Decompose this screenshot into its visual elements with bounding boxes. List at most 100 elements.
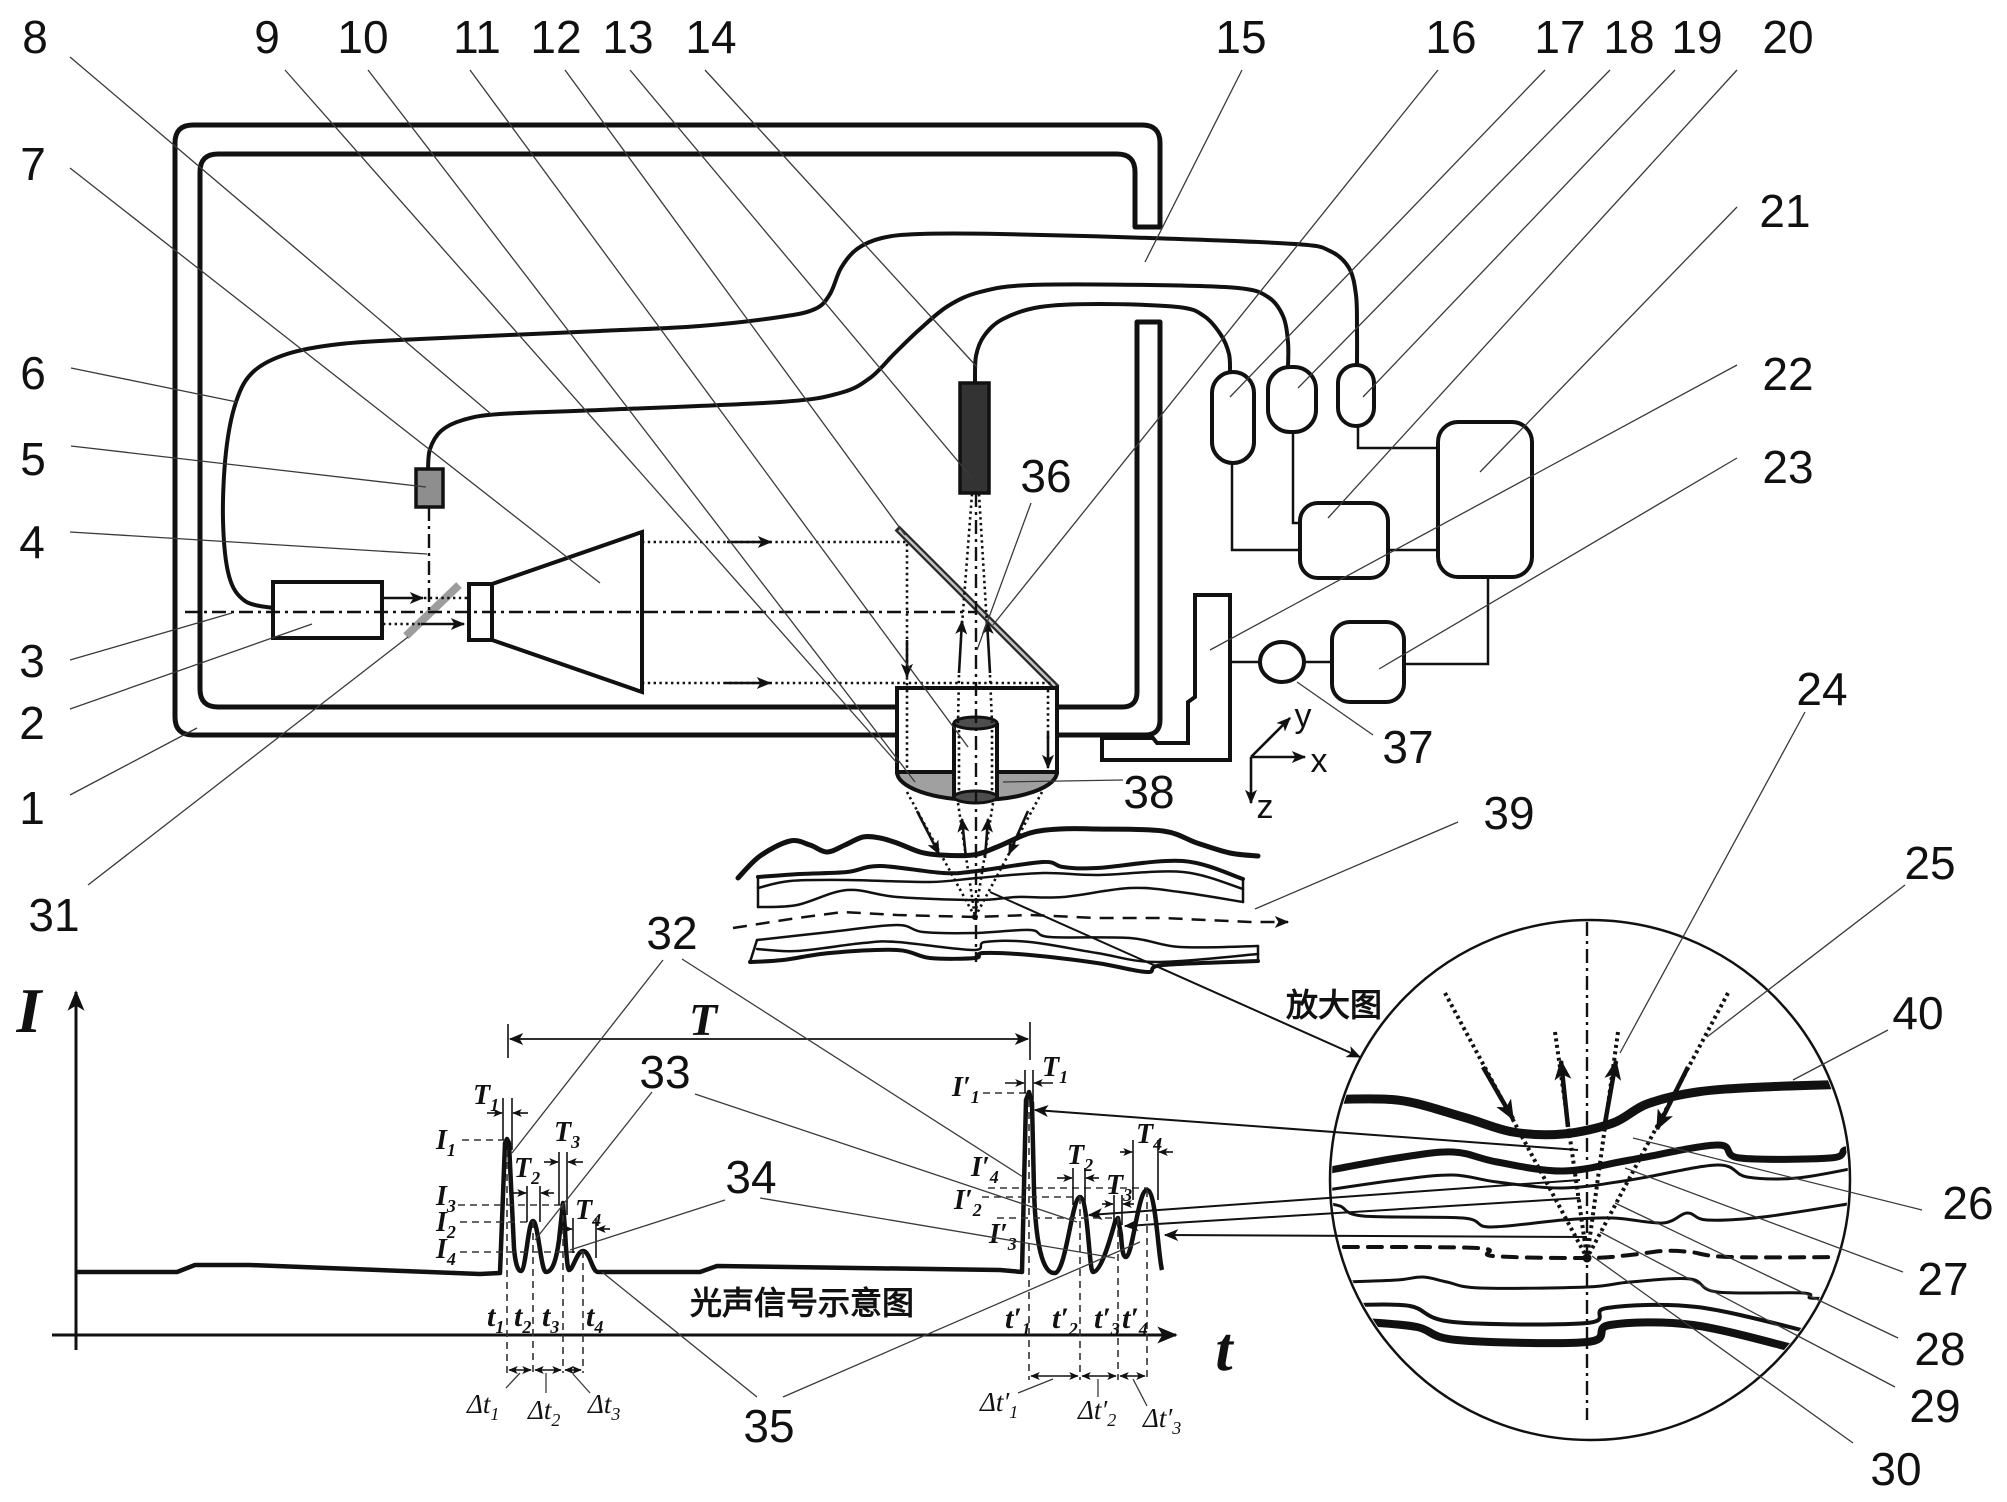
upper-vessel-wall-inner — [756, 870, 1245, 891]
label-main: I′ — [970, 1152, 990, 1183]
time-label-3: t3 — [542, 1300, 559, 1337]
y-axis-letter: y — [1295, 697, 1312, 735]
arrow-wall-to-peak-2 — [1087, 1179, 1581, 1221]
callout-23: 23 — [1762, 441, 1813, 493]
apparatus: y x z — [172, 122, 1534, 962]
lower-vessel-wall-outer — [748, 947, 1260, 975]
callout-3: 3 — [19, 635, 45, 687]
label-main: Δt′ — [1142, 1403, 1173, 1433]
leader-23 — [1378, 457, 1738, 670]
unit-21 — [1436, 420, 1534, 579]
leader-34-second-pulse — [759, 1197, 1116, 1259]
coupler-17 — [1210, 370, 1256, 465]
callout-35: 35 — [743, 1400, 794, 1452]
callout-22: 22 — [1762, 348, 1813, 400]
x-axis-letter: x — [1311, 742, 1328, 780]
callout-21: 21 — [1759, 185, 1810, 237]
leader-5 — [70, 445, 427, 488]
focus-cone-outer-right — [973, 791, 1044, 918]
signal-connections — [1230, 426, 1490, 666]
leader-3 — [69, 612, 233, 661]
leader-16 — [992, 69, 1439, 626]
label-main: T — [1042, 1052, 1061, 1083]
intensity-label-4-prime: I′4 — [970, 1152, 999, 1187]
leader-39 — [1254, 821, 1459, 910]
arrow-lumen-to-peak-3 — [1123, 1197, 1581, 1232]
coordinate-axes: y x z — [1245, 697, 1328, 826]
source-beam-left — [960, 493, 974, 626]
interval-label-1: Δt1 — [466, 1389, 499, 1424]
callout-leader-lines — [69, 56, 1923, 1444]
wire-21-to-23 — [1404, 577, 1490, 666]
signal-schematic-caption: 光声信号示意图 — [690, 1284, 914, 1322]
magnified-light-inner-right — [1585, 1031, 1620, 1259]
leader-22 — [1209, 364, 1738, 651]
magnified-skin-surface — [1332, 1079, 1848, 1140]
lower-vessel-left-edge — [748, 938, 759, 964]
width-label-2-second: T2 — [1067, 1140, 1093, 1175]
time-label-4: t4 — [586, 1300, 603, 1337]
callout-27: 27 — [1917, 1253, 1968, 1305]
leader-33-second-pulse — [694, 1093, 1078, 1223]
label-main: Δt — [466, 1389, 492, 1419]
magnified-lower-wall-outer — [1361, 1318, 1804, 1354]
magnified-focal-point — [1582, 1253, 1592, 1263]
interval-arrows — [508, 1366, 1146, 1380]
label-subscript: 1 — [495, 1317, 504, 1337]
leader-17 — [1229, 69, 1546, 398]
callout-33: 33 — [639, 1046, 690, 1098]
tissue-sample — [732, 826, 1290, 975]
callout-12: 12 — [530, 11, 581, 63]
leader-32-second-pulse — [681, 958, 1024, 1178]
label-subscript: 3 — [1171, 1418, 1181, 1438]
leader-32-first-pulse — [511, 959, 664, 1154]
leader-31 — [87, 636, 409, 886]
magnified-view-caption: 放大图 — [1286, 986, 1382, 1024]
optical-fiber-6 — [220, 231, 1360, 610]
leader-13 — [629, 69, 973, 479]
leader-6 — [70, 367, 238, 403]
illumination-arrow-left — [915, 810, 941, 856]
label-main: T — [1106, 1170, 1125, 1201]
interval-leader-3 — [572, 1373, 591, 1394]
lower-vessel-wall-inner — [755, 939, 1260, 964]
callout-2: 2 — [19, 697, 45, 749]
label-subscript: 3 — [1122, 1185, 1132, 1205]
callout-8: 8 — [22, 11, 48, 63]
label-subscript: 2 — [446, 1222, 456, 1242]
signal-plot: I t 光声信号示意图 T — [16, 975, 1235, 1438]
callout-17: 17 — [1534, 11, 1585, 63]
label-subscript: 1 — [1059, 1067, 1068, 1087]
magnified-illumination-arrow-right — [1654, 1065, 1691, 1131]
callout-10: 10 — [337, 11, 388, 63]
time-label-3-prime: t′3 — [1094, 1302, 1120, 1339]
label-main: t′ — [1005, 1302, 1022, 1335]
return-arrow-right — [981, 619, 994, 674]
interval-label-3: Δt3 — [587, 1389, 620, 1424]
acoustic-arrow-left — [957, 817, 970, 859]
interval-label-leaders — [505, 1372, 1148, 1407]
magnifier-pointer-arrow — [989, 891, 1362, 1058]
leader-4 — [69, 531, 428, 555]
y-axis-arrow — [1250, 717, 1291, 758]
leader-37 — [1296, 681, 1374, 736]
label-subscript: 1 — [490, 1095, 499, 1115]
arrow-focus-to-peak-4 — [1163, 1229, 1588, 1242]
leader-1 — [69, 727, 198, 796]
magnified-view: 放大图 — [989, 891, 1852, 1442]
callout-40: 40 — [1892, 987, 1943, 1039]
upper-vessel-wall-outer — [756, 858, 1245, 881]
leader-38 — [1002, 779, 1124, 783]
label-main: t — [487, 1300, 497, 1333]
leader-2 — [69, 623, 313, 710]
label-main: Δt — [527, 1395, 553, 1425]
light-source-13 — [958, 381, 991, 495]
leader-11 — [469, 69, 969, 748]
label-subscript: 2 — [972, 1200, 982, 1220]
time-axis-label: t — [1215, 1316, 1234, 1384]
interval-leader-3-prime — [1132, 1378, 1148, 1407]
leader-27 — [1624, 1167, 1904, 1273]
callout-26: 26 — [1942, 1177, 1993, 1229]
interval-label-1-prime: Δt′1 — [979, 1387, 1018, 1422]
